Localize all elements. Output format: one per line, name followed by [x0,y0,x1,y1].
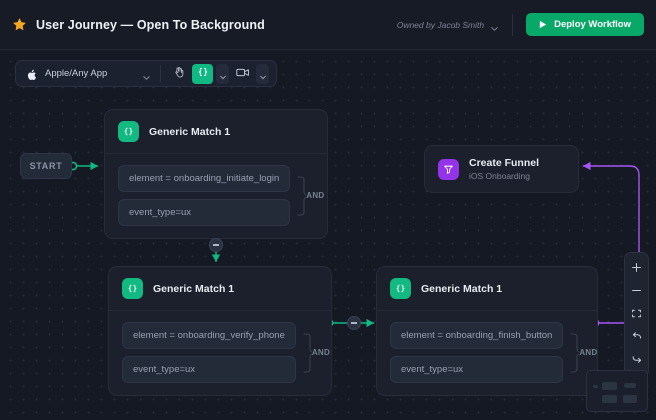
node-generic-match-3[interactable]: Generic Match 1 element = onboarding_fin… [376,266,598,396]
app-selector-dropdown[interactable]: Apple/Any App [16,61,160,86]
node-body: element = onboarding_verify_phone event_… [109,311,331,395]
condition-row[interactable]: event_type=ux [390,356,564,383]
header-right: Owned by Jacob Smith Deploy Workflow [397,13,644,36]
operator-group: AND [297,165,325,226]
operator-label: AND [306,191,325,200]
video-tool-button[interactable] [232,64,253,84]
owner-selector[interactable]: Owned by Jacob Smith [396,13,514,36]
video-tool-dropdown[interactable] [256,63,269,84]
operator-label: AND [579,348,598,357]
condition-row[interactable]: event_type=ux [122,356,296,383]
node-header: Generic Match 1 [109,267,331,311]
zoom-out-button[interactable] [625,280,648,303]
condition-list: element = onboarding_finish_button event… [390,322,564,383]
brace-icon [303,332,314,373]
redo-button[interactable] [625,349,648,372]
owner-label: Owned by Jacob Smith [396,19,485,30]
hand-tool-button[interactable] [168,64,189,84]
node-create-funnel[interactable]: Create Funnel iOS Onboarding [424,145,579,193]
star-icon[interactable] [12,17,27,32]
undo-button[interactable] [625,326,648,349]
plus-icon [631,261,642,276]
brace-icon [570,332,581,373]
minimap-node [602,395,617,403]
code-brackets-icon [390,278,411,299]
code-tool-button[interactable] [192,63,213,84]
deploy-workflow-button[interactable]: Deploy Workflow [526,13,644,36]
operator-label: AND [311,348,331,357]
node-generic-match-1[interactable]: Generic Match 1 element = onboarding_ini… [104,109,328,239]
chevron-down-icon [218,69,227,80]
node-header: Generic Match 1 [377,267,597,311]
node-title: Generic Match 1 [149,125,231,138]
minus-icon [631,284,642,299]
minimap[interactable] [586,370,648,412]
condition-row[interactable]: event_type=ux [118,199,291,226]
funnel-text: Create Funnel iOS Onboarding [469,157,539,181]
play-icon [539,20,547,29]
code-brackets-icon [122,278,143,299]
node-title: Generic Match 1 [421,282,503,295]
condition-row[interactable]: element = onboarding_verify_phone [122,322,296,349]
deploy-workflow-label: Deploy Workflow [554,19,631,30]
node-title: Generic Match 1 [153,282,235,295]
condition-list: element = onboarding_initiate_login even… [118,165,291,226]
operator-group: AND [570,322,598,383]
toolbar-divider [160,65,161,82]
funnel-icon [438,158,459,180]
condition-row[interactable]: element = onboarding_finish_button [390,322,564,349]
condition-list: element = onboarding_verify_phone event_… [122,322,296,383]
start-label: START [29,161,63,171]
code-tool-dropdown[interactable] [216,63,229,84]
edge-collapse-button-horizontal[interactable] [347,316,361,330]
node-body: element = onboarding_initiate_login even… [105,154,327,238]
minimap-node [623,395,637,403]
code-brackets-icon [197,66,209,81]
node-subtitle: iOS Onboarding [469,171,530,181]
condition-row[interactable]: element = onboarding_initiate_login [118,165,291,192]
chevron-down-icon [142,69,151,80]
redo-arrow-icon [631,353,643,368]
chevron-down-icon [258,69,267,80]
code-brackets-icon [118,121,139,142]
app-selector-label: Apple/Any App [45,68,108,79]
operator-group: AND [303,322,331,383]
hand-icon [173,66,185,81]
toolbar-tools [161,63,276,84]
node-body: element = onboarding_finish_button event… [377,311,597,395]
start-node[interactable]: START [20,153,72,179]
minimap-node [593,385,598,388]
page-title: User Journey — Open To Background [36,17,265,32]
edge-collapse-button-vertical[interactable] [209,238,223,252]
app-header: User Journey — Open To Background Owned … [0,0,656,50]
fit-screen-icon [631,307,642,322]
apple-icon [26,68,37,80]
header-left: User Journey — Open To Background [12,17,265,32]
canvas-controls [624,252,649,377]
undo-arrow-icon [631,330,643,345]
node-generic-match-2[interactable]: Generic Match 1 element = onboarding_ver… [108,266,332,396]
chevron-down-icon [490,20,499,31]
zoom-in-button[interactable] [625,257,648,280]
node-title: Create Funnel [469,157,540,169]
fit-view-button[interactable] [625,303,648,326]
video-camera-icon [235,66,250,81]
canvas-toolbar: Apple/Any App [15,60,277,87]
minimap-node [602,382,617,390]
minimap-node [624,383,636,388]
node-header: Generic Match 1 [105,110,327,154]
brace-icon [297,175,308,216]
